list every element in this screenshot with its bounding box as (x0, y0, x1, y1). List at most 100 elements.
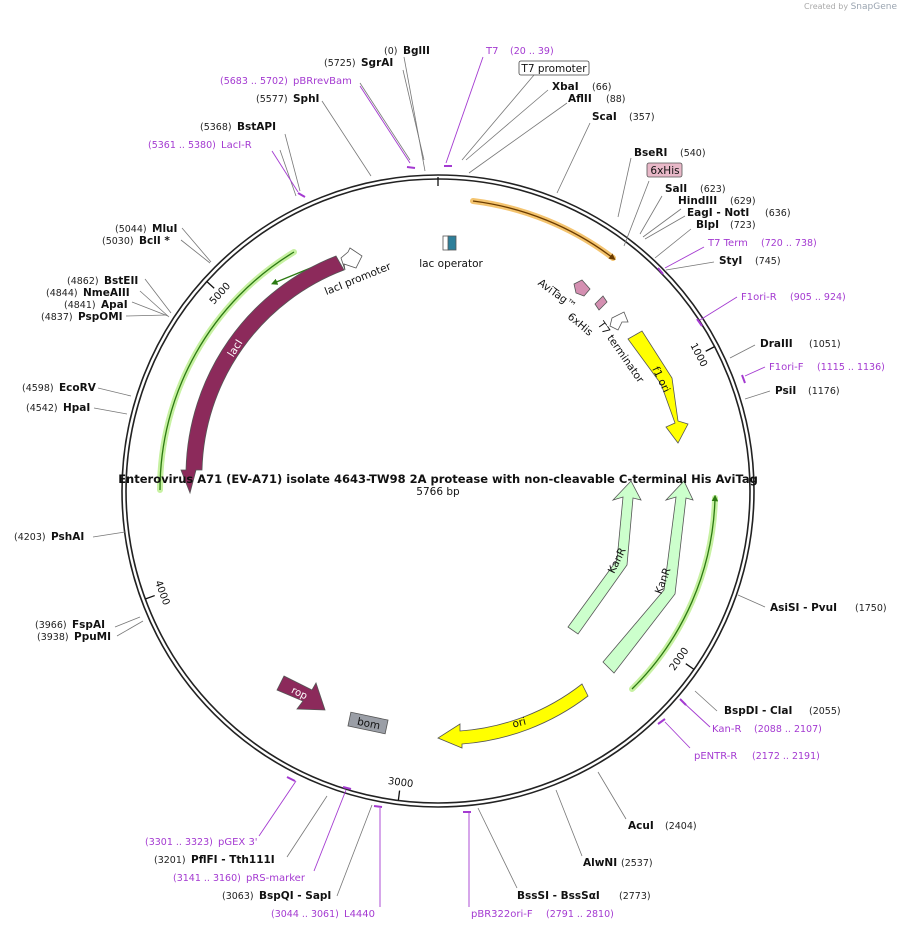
enzyme-psii[interactable]: PsiI(1176) (775, 385, 840, 397)
enzyme-xbai[interactable]: XbaI(66) (552, 81, 612, 93)
svg-text:(4598): (4598) (22, 383, 54, 394)
enzyme-fspai[interactable]: (3966)FspAI (35, 619, 105, 631)
enzyme-blpi[interactable]: BlpI(723) (696, 219, 756, 231)
primer-labels: T7(20 .. 39) (5683 .. 5702)pBRrevBam (53… (145, 46, 885, 920)
enzyme-sali[interactable]: SalI(623) (665, 183, 726, 195)
scale-tick (705, 346, 715, 352)
enzyme-scai[interactable]: ScaI(357) (592, 111, 655, 123)
svg-text:SgrAI: SgrAI (361, 57, 393, 69)
primer-pentr-r[interactable]: pENTR-R(2172 .. 2191) (694, 751, 820, 762)
svg-text:DraIII: DraIII (760, 338, 793, 350)
enzyme-sphi[interactable]: (5577)SphI (256, 93, 319, 105)
his-tag-box[interactable]: 6xHis (646, 162, 683, 178)
feature-avitag[interactable]: AviTag™ (535, 277, 591, 313)
svg-text:(66): (66) (592, 82, 612, 93)
svg-text:(0): (0) (384, 46, 397, 57)
svg-text:EcoRV: EcoRV (59, 382, 97, 394)
feature-bom[interactable]: bom (347, 711, 389, 735)
enzyme-acui[interactable]: AcuI(2404) (628, 820, 697, 832)
svg-text:(1176): (1176) (808, 386, 840, 397)
svg-text:(3938): (3938) (37, 632, 69, 643)
ori-arrow (437, 683, 589, 749)
his-tag-rect (646, 162, 683, 178)
primer-kan-r[interactable]: Kan-R(2088 .. 2107) (712, 724, 822, 735)
enzyme-styi[interactable]: StyI (745) (719, 255, 781, 267)
enzyme-bstapi[interactable]: (5368)BstAPI (200, 121, 276, 133)
enzyme-bsssi[interactable]: BssSI - BssSαI(2773) (517, 890, 651, 902)
primer-prs-marker[interactable]: (3141 .. 3160) pRS-marker (173, 873, 306, 884)
svg-text:(88): (88) (606, 94, 626, 105)
feature-lac-operator[interactable]: lac operator (419, 235, 483, 270)
svg-text:(1051): (1051) (809, 339, 841, 350)
enzyme-mlui[interactable]: (5044)MluI (115, 223, 177, 235)
enzyme-apai[interactable]: (4841)ApaI (64, 299, 128, 311)
primer-pgex3[interactable]: (3301 .. 3323)pGEX 3' (145, 837, 258, 848)
primer-pbr322ori-f[interactable]: pBR322ori-F(2791 .. 2810) (471, 909, 614, 920)
svg-text:StyI: StyI (719, 255, 742, 267)
svg-text:(1750): (1750) (855, 603, 887, 614)
his-tag-label: 6xHis (565, 311, 595, 339)
enzyme-hpai[interactable]: (4542)HpaI (26, 402, 90, 414)
primer-laci-r[interactable]: (5361 .. 5380)LacI-R (148, 140, 252, 151)
orf-highlight-arc (470, 198, 616, 261)
t7-promoter-box[interactable]: T7 promoter (518, 60, 590, 76)
svg-text:BspQI - SapI: BspQI - SapI (259, 890, 331, 902)
enzyme-bcli[interactable]: (5030)BclI * (102, 235, 170, 247)
svg-text:F1ori-F: F1ori-F (769, 362, 804, 373)
enzyme-bglii[interactable]: (0)BglII (384, 45, 430, 57)
svg-text:(3201): (3201) (154, 855, 186, 866)
svg-text:Kan-R: Kan-R (712, 724, 741, 735)
feature-ori[interactable]: ori (437, 683, 589, 749)
primer-pbrrevbam[interactable]: (5683 .. 5702)pBRrevBam (220, 76, 352, 87)
laci-promoter-arrow (340, 247, 363, 271)
svg-text:ApaI: ApaI (101, 299, 128, 311)
leader-lines (92, 56, 771, 897)
feature-rop[interactable]: rop (276, 675, 326, 711)
enzyme-ppumi[interactable]: (3938)PpuMI (37, 631, 111, 643)
enzyme-nmeaiii[interactable]: (4844)NmeAIII (46, 287, 130, 299)
scale-tick-label: 2000 (668, 646, 692, 673)
feature-kanr-inner[interactable]: KanR (567, 480, 642, 635)
svg-text:(3301 .. 3323): (3301 .. 3323) (145, 837, 213, 848)
primer-f1ori-f[interactable]: F1ori-F (1115 .. 1136) (769, 362, 885, 373)
svg-text:BspDI - ClaI: BspDI - ClaI (724, 705, 792, 717)
enzyme-pshai[interactable]: (4203)PshAI (14, 531, 84, 543)
svg-text:(745): (745) (755, 256, 781, 267)
enzyme-eagi-noti[interactable]: EagI - NotI(636) (687, 207, 791, 219)
svg-text:(20 .. 39): (20 .. 39) (510, 46, 554, 57)
enzyme-bspdi-clai[interactable]: BspDI - ClaI(2055) (724, 705, 841, 717)
primer-t7-term[interactable]: T7 Term(720 .. 738) (707, 238, 817, 249)
feature-f1-ori[interactable]: f1 ori (627, 330, 689, 444)
bom-label: bom (356, 716, 381, 733)
svg-text:ScaI: ScaI (592, 111, 617, 123)
enzyme-bseri[interactable]: BseRI(540) (634, 147, 706, 159)
primer-l4440[interactable]: (3044 .. 3061)L4440 (271, 909, 375, 920)
enzyme-pflfi[interactable]: (3201)PflFI - Tth111I (154, 854, 275, 866)
kanr-arrow (602, 480, 694, 674)
enzyme-pspomi[interactable]: (4837)PspOMI (41, 311, 123, 323)
enzyme-draiii[interactable]: DraIII (1051) (760, 338, 841, 350)
svg-text:pBRrevBam: pBRrevBam (293, 76, 352, 87)
avitag-label: AviTag™ (535, 277, 578, 313)
enzyme-alwni[interactable]: AlwNI(2537) (583, 857, 653, 869)
primer-f1ori-r[interactable]: F1ori-R(905 .. 924) (741, 292, 846, 303)
svg-text:pBR322ori-F: pBR322ori-F (471, 909, 533, 920)
enzyme-hindiii[interactable]: HindIII(629) (678, 195, 756, 207)
enzyme-asisi-pvui[interactable]: AsiSI - PvuI(1750) (770, 602, 887, 614)
snapgene-credit: Created by SnapGene (804, 2, 897, 12)
svg-text:(905 .. 924): (905 .. 924) (790, 292, 846, 303)
svg-text:(1115 .. 1136): (1115 .. 1136) (817, 362, 885, 373)
feature-laci[interactable]: lacI (180, 255, 345, 495)
svg-text:(3063): (3063) (222, 891, 254, 902)
enzyme-bsteii[interactable]: (4862)BstEII (67, 275, 138, 287)
enzyme-sgrai[interactable]: (5725)SgrAI (324, 57, 393, 69)
laci-arrow (180, 255, 345, 495)
enzyme-ecorv[interactable]: (4598) EcoRV (22, 382, 97, 394)
svg-text:(3044 .. 3061): (3044 .. 3061) (271, 909, 339, 920)
svg-text:(3141 .. 3160): (3141 .. 3160) (173, 873, 241, 884)
primer-t7[interactable]: T7(20 .. 39) (485, 46, 554, 57)
svg-text:pRS-marker: pRS-marker (246, 873, 306, 884)
svg-text:T7 Term: T7 Term (707, 238, 748, 249)
enzyme-bspqi-sapi[interactable]: (3063) BspQI - SapI (222, 890, 331, 902)
enzyme-aflii[interactable]: AflII(88) (568, 93, 626, 105)
